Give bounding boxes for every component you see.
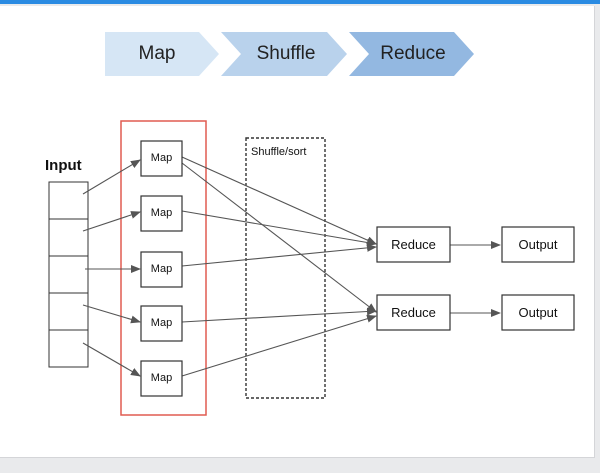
shuffle-sort-frame: [245, 137, 326, 399]
map-box: [140, 251, 183, 288]
reduce-to-output-arrows: [450, 241, 501, 317]
input-split: [48, 292, 89, 331]
map-boxes: [140, 140, 183, 397]
map-box: [140, 140, 183, 177]
map-box-label: Map: [150, 152, 173, 164]
input-to-map-arrows: [82, 159, 141, 377]
arrow: [181, 314, 377, 377]
diagram-card: [0, 6, 595, 458]
output-box-label: Output: [518, 237, 558, 252]
arrow: [82, 304, 141, 324]
input-split: [48, 255, 89, 294]
arrow: [181, 307, 377, 323]
reduce-box-label: Reduce: [391, 237, 436, 252]
map-box: [140, 360, 183, 397]
map-to-reduce-arrows: [181, 156, 377, 377]
stage-label-reduce: Reduce: [380, 43, 446, 64]
arrow: [181, 162, 377, 313]
map-box-label: Map: [150, 263, 173, 275]
map-box-label: Map: [150, 207, 173, 219]
reduce-box: [376, 226, 451, 263]
arrow: [181, 156, 377, 245]
stage-chevron-reduce: [349, 32, 474, 76]
reduce-box: [376, 294, 451, 331]
map-box-label: Map: [150, 317, 173, 329]
stage-chevron-shuffle: [221, 32, 347, 76]
map-box-label: Map: [150, 372, 173, 384]
top-accent-bar: [0, 0, 600, 4]
stage-chevron-map: [105, 32, 219, 76]
arrow: [181, 243, 377, 267]
reduce-box-label: Reduce: [391, 305, 436, 320]
arrow: [181, 210, 377, 247]
arrow: [82, 159, 141, 195]
input-split: [48, 218, 89, 257]
input-split: [48, 329, 89, 368]
input-stack: [48, 181, 89, 368]
input-split: [48, 181, 89, 220]
map-phase-frame: [120, 120, 207, 416]
arrow: [82, 211, 141, 232]
stage-label-map: Map: [138, 43, 176, 64]
input-label: Input: [45, 157, 82, 174]
arrow: [82, 342, 141, 377]
stage-label-shuffle: Shuffle: [256, 43, 316, 64]
shuffle-sort-label: Shuffle/sort: [251, 146, 307, 158]
output-box-label: Output: [518, 305, 558, 320]
output-box: [501, 294, 575, 331]
output-box: [501, 226, 575, 263]
map-box: [140, 305, 183, 342]
map-box: [140, 195, 183, 232]
